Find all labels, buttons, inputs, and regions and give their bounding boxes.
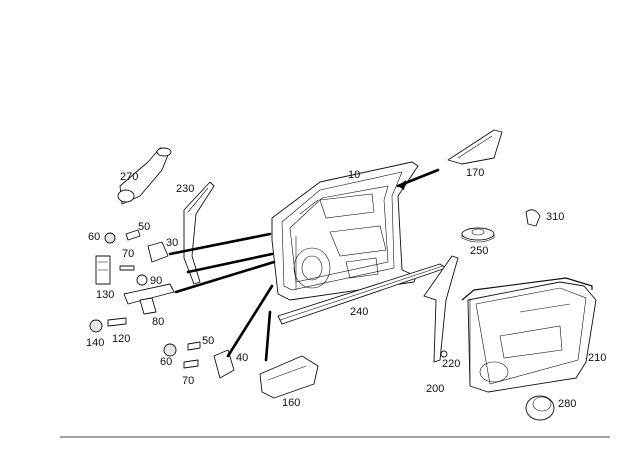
callout-210: 210 — [588, 352, 606, 364]
callout-250: 250 — [470, 245, 488, 257]
callout-160: 160 — [282, 397, 300, 409]
door-shell — [271, 161, 419, 301]
fasteners-upper — [95, 229, 175, 315]
fasteners-lower — [89, 317, 235, 379]
callout-70-upper: 70 — [122, 248, 134, 260]
callout-130: 130 — [96, 289, 114, 301]
callout-50-lower: 50 — [202, 335, 214, 347]
callout-60-lower: 60 — [160, 356, 172, 368]
callout-labels: 10 170 270 230 310 60 50 70 30 250 130 9… — [86, 167, 606, 410]
callout-230: 230 — [176, 183, 194, 195]
callout-270: 270 — [120, 171, 138, 183]
weatherstrip — [423, 255, 593, 363]
callout-50-upper: 50 — [138, 221, 150, 233]
callout-90: 90 — [150, 275, 162, 287]
window-channel — [183, 181, 215, 285]
callout-120: 120 — [112, 333, 130, 345]
callout-40: 40 — [236, 352, 248, 364]
callout-140: 140 — [86, 337, 104, 349]
callout-70-lower: 70 — [182, 375, 194, 387]
callout-170: 170 — [466, 167, 484, 179]
callout-30: 30 — [166, 237, 178, 249]
pillar-trim — [117, 147, 172, 205]
cover-disc — [525, 395, 555, 421]
callout-280: 280 — [558, 398, 576, 410]
control-unit — [259, 355, 319, 399]
callout-10: 10 — [348, 169, 360, 181]
callout-200: 200 — [426, 383, 444, 395]
mirror-cover — [447, 129, 503, 165]
callout-80: 80 — [152, 316, 164, 328]
callout-240: 240 — [350, 306, 368, 318]
door-trim-panel — [467, 281, 597, 393]
callout-310: 310 — [546, 211, 564, 223]
speaker-250 — [461, 227, 495, 243]
clip-310 — [525, 209, 541, 227]
leader-lines — [168, 168, 440, 362]
callout-220: 220 — [442, 358, 460, 370]
callout-60-upper: 60 — [88, 231, 100, 243]
